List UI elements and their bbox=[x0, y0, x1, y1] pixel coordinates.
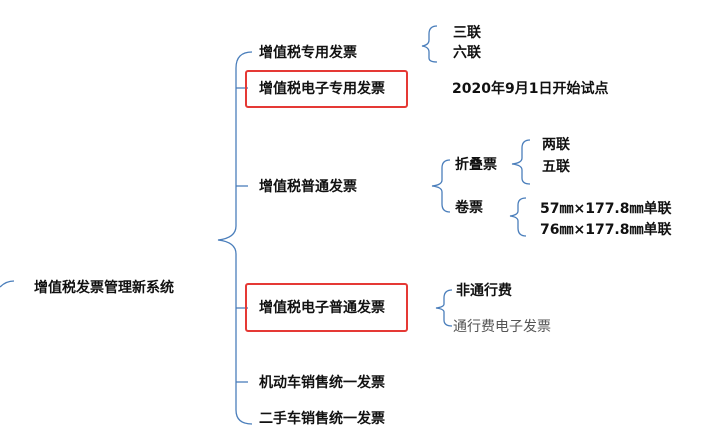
leaf-lianglian: 两联 bbox=[542, 137, 570, 153]
brace-zhedie bbox=[511, 139, 531, 185]
branch-dianzi-zhuanyong: 增值税电子专用发票 bbox=[259, 81, 385, 97]
leaf-tongxingfei: 通行费电子发票 bbox=[453, 319, 551, 335]
main-brace bbox=[217, 51, 253, 425]
root-connector bbox=[0, 280, 15, 288]
leaf-liulian: 六联 bbox=[453, 45, 481, 61]
branch-jidongche: 机动车销售统一发票 bbox=[259, 375, 385, 391]
root-node: 增值税发票管理新系统 bbox=[34, 280, 174, 296]
brace-zhuanyong bbox=[421, 25, 438, 63]
branch-dianzi-putong: 增值税电子普通发票 bbox=[259, 300, 385, 316]
leaf-feitongxingfei: 非通行费 bbox=[456, 283, 512, 299]
highlight-box-dianzi-putong bbox=[245, 283, 408, 332]
sub-juanpiao: 卷票 bbox=[455, 200, 483, 216]
branch-putong: 增值税普通发票 bbox=[259, 179, 357, 195]
brace-juanpiao bbox=[509, 197, 527, 237]
branch-ershouche: 二手车销售统一发票 bbox=[259, 411, 385, 427]
sub-zhediepiao: 折叠票 bbox=[455, 157, 497, 173]
leaf-76mm: 76㎜×177.8㎜单联 bbox=[540, 222, 672, 238]
leaf-57mm: 57㎜×177.8㎜单联 bbox=[540, 201, 672, 217]
note-pilot-date: 2020年9月1日开始试点 bbox=[452, 81, 609, 97]
leaf-wulian: 五联 bbox=[542, 159, 570, 175]
branch-zhuanyong: 增值税专用发票 bbox=[259, 45, 357, 61]
brace-putong bbox=[431, 159, 451, 213]
highlight-box-dianzi-zhuanyong bbox=[245, 70, 408, 108]
brace-dianzi-putong bbox=[435, 289, 453, 327]
leaf-sanlian: 三联 bbox=[453, 25, 481, 41]
